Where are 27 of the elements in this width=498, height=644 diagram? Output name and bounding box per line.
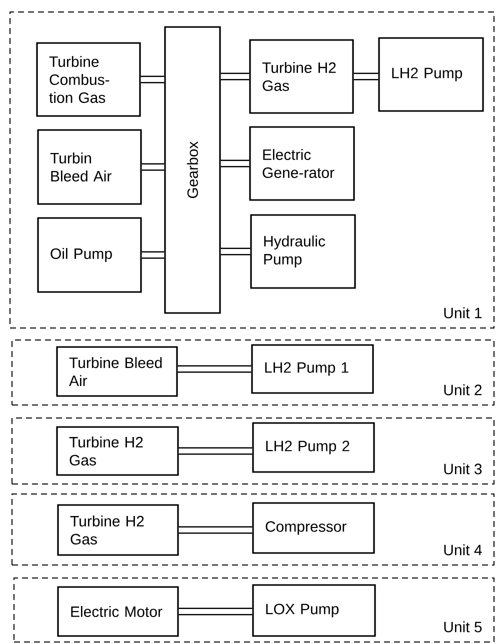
component-box: Oil Pump <box>37 217 142 293</box>
shaft-line <box>178 526 252 534</box>
component-box: LOX Pump <box>252 584 376 637</box>
shaft-line <box>178 447 252 455</box>
component-box: Turbin Bleed Air <box>37 129 142 205</box>
shaft-line <box>140 76 164 84</box>
component-box: Electric Gene-rator <box>249 126 355 201</box>
component-box: Compressor <box>252 502 375 554</box>
component-box: Turbine H2 Gas <box>56 426 179 476</box>
component-box: LH2 Pump 1 <box>251 344 374 394</box>
shaft-line <box>178 608 252 616</box>
gearbox-box: Gearbox <box>164 26 221 314</box>
shaft-line <box>354 72 378 80</box>
component-box: Turbine H2 Gas <box>57 504 179 556</box>
component-box: LH2 Pump 2 <box>252 422 375 473</box>
component-box: LH2 Pump <box>378 37 484 112</box>
component-box: Turbine H2 Gas <box>249 39 354 114</box>
component-box: Turbine Combus-tion Gas <box>36 42 141 117</box>
shaft-line <box>178 365 252 373</box>
component-box: Turbine Bleed Air <box>56 346 178 397</box>
component-box: Hydraulic Pump <box>250 214 356 289</box>
component-box: Electric Motor <box>57 586 179 637</box>
shaft-line <box>142 163 164 171</box>
shaft-line <box>220 72 250 80</box>
shaft-line <box>142 251 164 259</box>
shaft-line <box>220 248 250 256</box>
shaft-line <box>220 160 250 168</box>
